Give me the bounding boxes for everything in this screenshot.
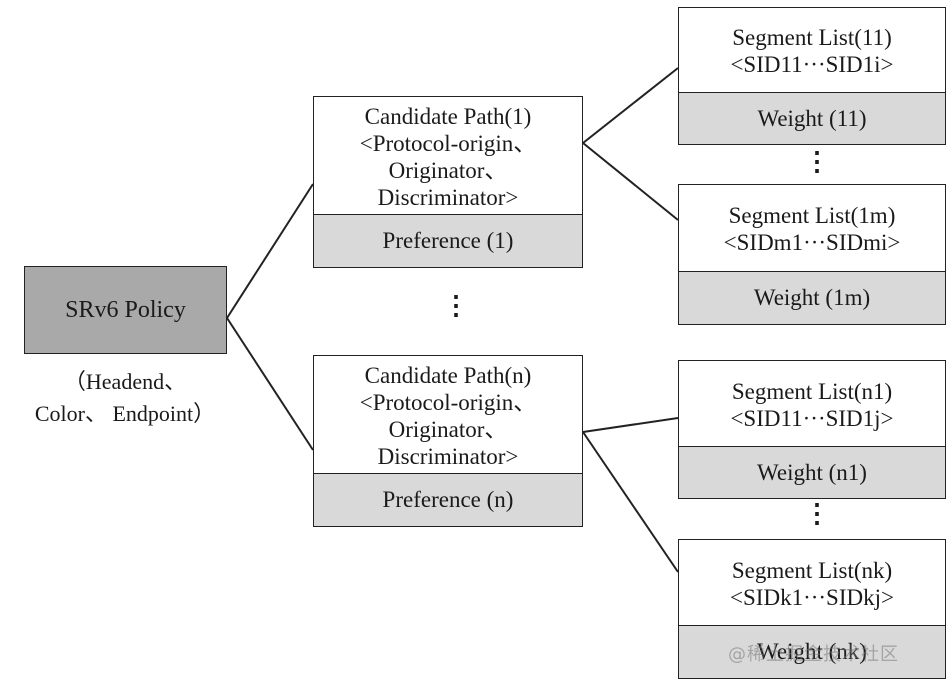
segment-list-1m-title: Segment List(1m) bbox=[728, 203, 896, 228]
segment-list-nk-title: Segment List(nk) bbox=[731, 557, 893, 583]
segment-list-nk-weight-label: Weight (nk) bbox=[757, 639, 867, 664]
candidate-path-1-title: Candidate Path(1) bbox=[364, 104, 532, 129]
policy-caption-line2: Color、 Endpoint） bbox=[34, 401, 216, 426]
candidate-path-n-preference: Preference (n) bbox=[314, 473, 582, 526]
segment-list-n1: Segment List(n1) <SID11···SID1j> Weight … bbox=[678, 360, 946, 499]
connector-policy-cp1 bbox=[226, 183, 314, 319]
segment-list-nk-sids: <SIDk1···SIDkj> bbox=[730, 584, 894, 610]
segment-list-11-title: Segment List(11) bbox=[732, 25, 892, 50]
segment-list-1m-header: Segment List(1m) <SIDm1···SIDmi> bbox=[679, 185, 945, 273]
candidate-path-n-title: Candidate Path(n) bbox=[364, 363, 532, 388]
candidate-path-n-discriminator: Discriminator> bbox=[377, 444, 519, 469]
candidate-path-n: Candidate Path(n) <Protocol-origin、 Orig… bbox=[313, 355, 583, 527]
srv6-policy-label: SRv6 Policy bbox=[65, 296, 186, 323]
candidate-path-n-preference-label: Preference (n) bbox=[382, 487, 514, 512]
segment-list-n1-title: Segment List(n1) bbox=[731, 378, 893, 404]
segment-list-1m-weight: Weight (1m) bbox=[679, 271, 945, 324]
candidate-path-n-header: Candidate Path(n) <Protocol-origin、 Orig… bbox=[314, 356, 582, 476]
segment-list-n1-weight-label: Weight (n1) bbox=[757, 459, 867, 485]
connector-policy-cpn bbox=[226, 317, 314, 451]
policy-caption: （Headend、 Color、 Endpoint） bbox=[10, 366, 240, 430]
candidate-path-1: Candidate Path(1) <Protocol-origin、 Orig… bbox=[313, 96, 583, 268]
segment-list-11: Segment List(11) <SID11···SID1i> Weight … bbox=[678, 7, 946, 145]
candidate-path-1-originator: Originator、 bbox=[388, 158, 508, 183]
candidate-path-1-discriminator: Discriminator> bbox=[377, 185, 519, 210]
segment-list-1m-weight-label: Weight (1m) bbox=[753, 285, 871, 310]
policy-caption-line1: （Headend、 bbox=[63, 369, 187, 394]
segment-list-n1-header: Segment List(n1) <SID11···SID1j> bbox=[679, 361, 945, 448]
segment-list-11-sids: <SID11···SID1i> bbox=[730, 52, 894, 77]
segment-list-n-ellipsis: ⋮ bbox=[804, 499, 830, 528]
connector-cp1-sl11 bbox=[582, 67, 679, 144]
segment-list-1m-sids: <SIDm1···SIDmi> bbox=[723, 230, 901, 255]
segment-list-n1-sids: <SID11···SID1j> bbox=[730, 405, 894, 431]
segment-list-nk: Segment List(nk) <SIDk1···SIDkj> Weight … bbox=[678, 539, 946, 679]
segment-list-1m: Segment List(1m) <SIDm1···SIDmi> Weight … bbox=[678, 184, 946, 325]
connector-cpn-sln1 bbox=[582, 417, 679, 433]
segment-list-11-weight-label: Weight (11) bbox=[757, 105, 867, 131]
connector-cp1-sl1m bbox=[582, 142, 679, 221]
candidate-path-n-originator: Originator、 bbox=[388, 417, 508, 442]
candidate-path-1-preference-label: Preference (1) bbox=[382, 228, 514, 253]
segment-list-n1-weight: Weight (n1) bbox=[679, 446, 945, 498]
watermark: @稀土掘金技术社区 bbox=[728, 644, 899, 665]
candidate-path-ellipsis: ⋮ bbox=[443, 291, 469, 320]
candidate-path-1-header: Candidate Path(1) <Protocol-origin、 Orig… bbox=[314, 97, 582, 217]
segment-list-nk-weight: Weight (nk) bbox=[679, 625, 945, 678]
srv6-policy-box: SRv6 Policy bbox=[24, 266, 227, 354]
candidate-path-1-preference: Preference (1) bbox=[314, 214, 582, 267]
segment-list-11-header: Segment List(11) <SID11···SID1i> bbox=[679, 8, 945, 94]
segment-list-1-ellipsis: ⋮ bbox=[804, 147, 830, 176]
segment-list-nk-header: Segment List(nk) <SIDk1···SIDkj> bbox=[679, 540, 945, 627]
candidate-path-1-protocol-origin: <Protocol-origin、 bbox=[359, 131, 537, 156]
connector-cpn-slnk bbox=[582, 431, 679, 573]
segment-list-11-weight: Weight (11) bbox=[679, 92, 945, 144]
candidate-path-n-protocol-origin: <Protocol-origin、 bbox=[359, 390, 537, 415]
